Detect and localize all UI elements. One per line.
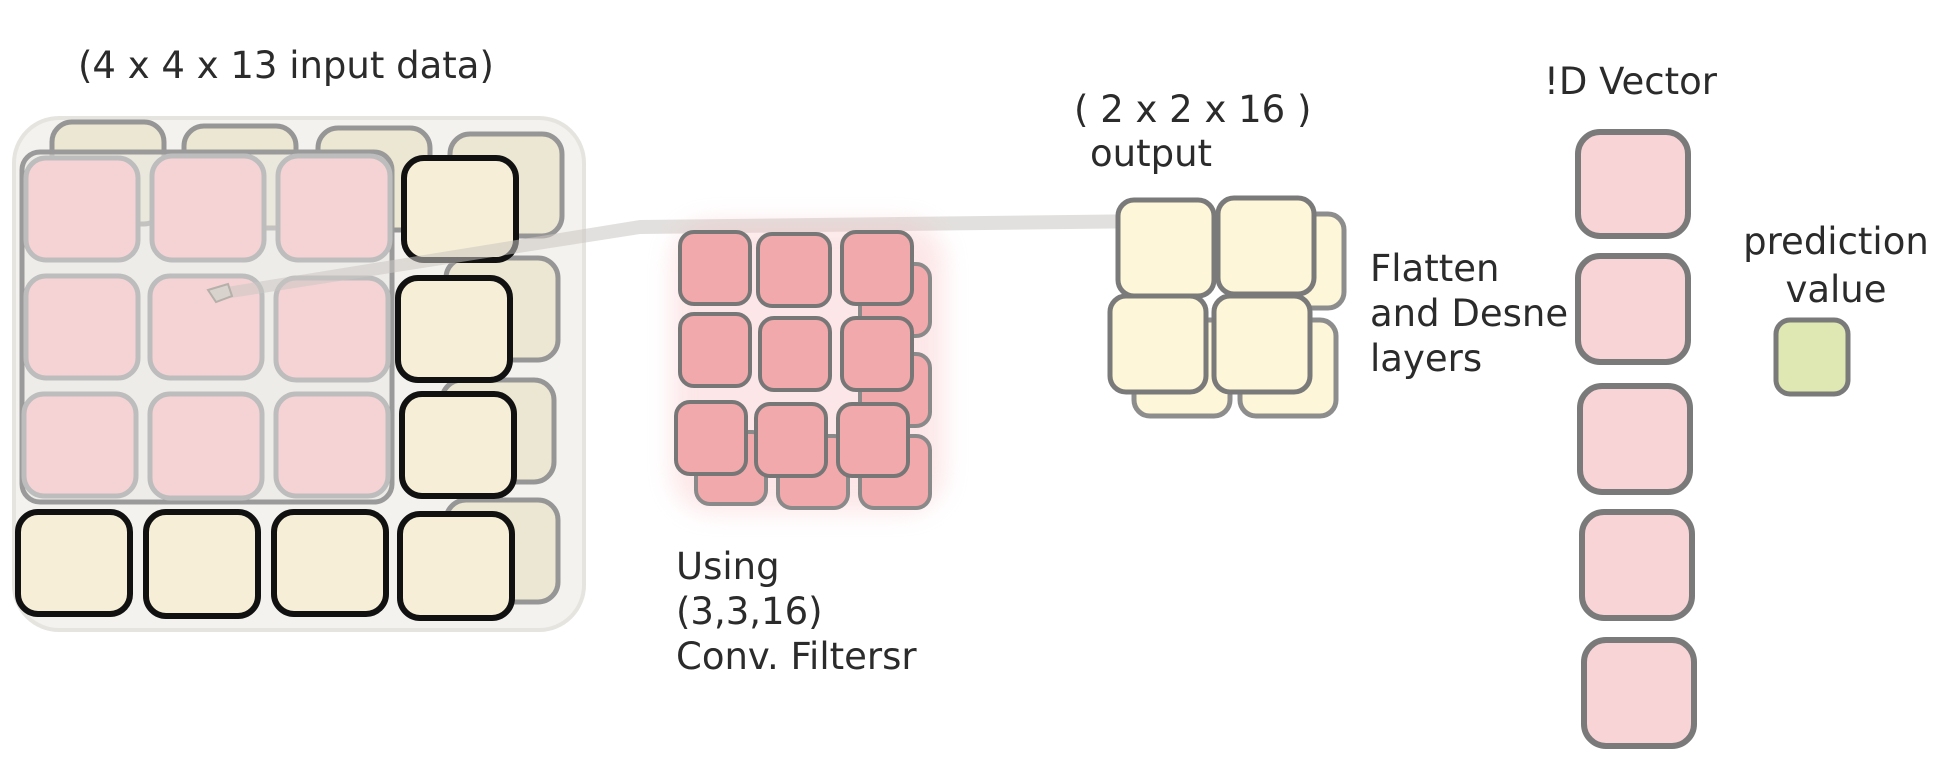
input-cell bbox=[399, 391, 517, 499]
input-cell bbox=[15, 509, 133, 617]
filter-cell bbox=[758, 316, 832, 392]
output-cell bbox=[1115, 197, 1217, 299]
filter-cell bbox=[674, 400, 748, 476]
filter-cell bbox=[756, 232, 832, 308]
window-cell bbox=[147, 273, 265, 381]
conv-filters-label-line: (3,3,16) bbox=[676, 590, 823, 633]
projection-ray-tip bbox=[206, 282, 234, 304]
input-data-label: (4 x 4 x 13 input data) bbox=[78, 44, 494, 87]
output-tensor bbox=[1107, 195, 1347, 419]
vector-cell bbox=[1575, 129, 1691, 239]
window-cell bbox=[273, 275, 391, 383]
output-cell bbox=[1107, 293, 1209, 395]
flatten-dense-label-line: Flatten bbox=[1370, 247, 1500, 290]
prediction-label-line: prediction bbox=[1743, 220, 1929, 263]
flatten-dense-label-line: layers bbox=[1370, 337, 1483, 380]
filter-cell bbox=[840, 230, 914, 306]
vector-cell bbox=[1581, 637, 1697, 749]
convolution-window bbox=[19, 149, 395, 505]
window-cell bbox=[149, 153, 267, 263]
flattened-vector bbox=[1575, 129, 1697, 749]
filter-cell bbox=[678, 312, 752, 388]
conv-filters bbox=[672, 222, 944, 512]
input-cell bbox=[271, 509, 389, 617]
flatten-dense-label: Flatten and Desne layers bbox=[1370, 246, 1568, 381]
filter-cell bbox=[678, 230, 752, 306]
vector-cell bbox=[1575, 253, 1691, 365]
input-cell bbox=[395, 275, 513, 383]
window-cell bbox=[23, 273, 141, 381]
window-cell bbox=[273, 391, 391, 499]
window-cell bbox=[23, 155, 141, 263]
input-cell bbox=[143, 509, 261, 619]
input-tensor bbox=[12, 116, 586, 632]
filter-cell bbox=[754, 402, 828, 478]
vector-label: !D Vector bbox=[1544, 60, 1717, 103]
filter-cell bbox=[840, 316, 914, 392]
filter-cell bbox=[836, 402, 910, 478]
prediction-label: prediction value bbox=[1736, 218, 1936, 314]
prediction-label-line: value bbox=[1785, 268, 1887, 311]
window-cell bbox=[275, 153, 393, 263]
vector-cell bbox=[1577, 383, 1693, 495]
input-front-edge-cells bbox=[15, 155, 519, 621]
projection-ray-band bbox=[208, 214, 1156, 300]
output-cell bbox=[1215, 195, 1317, 297]
flatten-dense-label-line: and Desne bbox=[1370, 292, 1569, 335]
window-cell bbox=[21, 391, 139, 499]
prediction-cell bbox=[1773, 317, 1851, 397]
output-word-label: output bbox=[1090, 132, 1213, 175]
window-cell bbox=[147, 391, 265, 501]
conv-filters-label-line: Conv. Filtersr bbox=[676, 635, 917, 678]
vector-cell bbox=[1579, 509, 1695, 621]
input-cell bbox=[397, 511, 515, 621]
conv-filters-label: Using (3,3,16) Conv. Filtersr bbox=[676, 544, 917, 679]
output-cell bbox=[1211, 293, 1313, 395]
output-shape-label: ( 2 x 2 x 16 ) bbox=[1074, 88, 1312, 131]
conv-filters-label-line: Using bbox=[676, 545, 780, 588]
output-label: ( 2 x 2 x 16 ) output bbox=[1074, 88, 1311, 176]
